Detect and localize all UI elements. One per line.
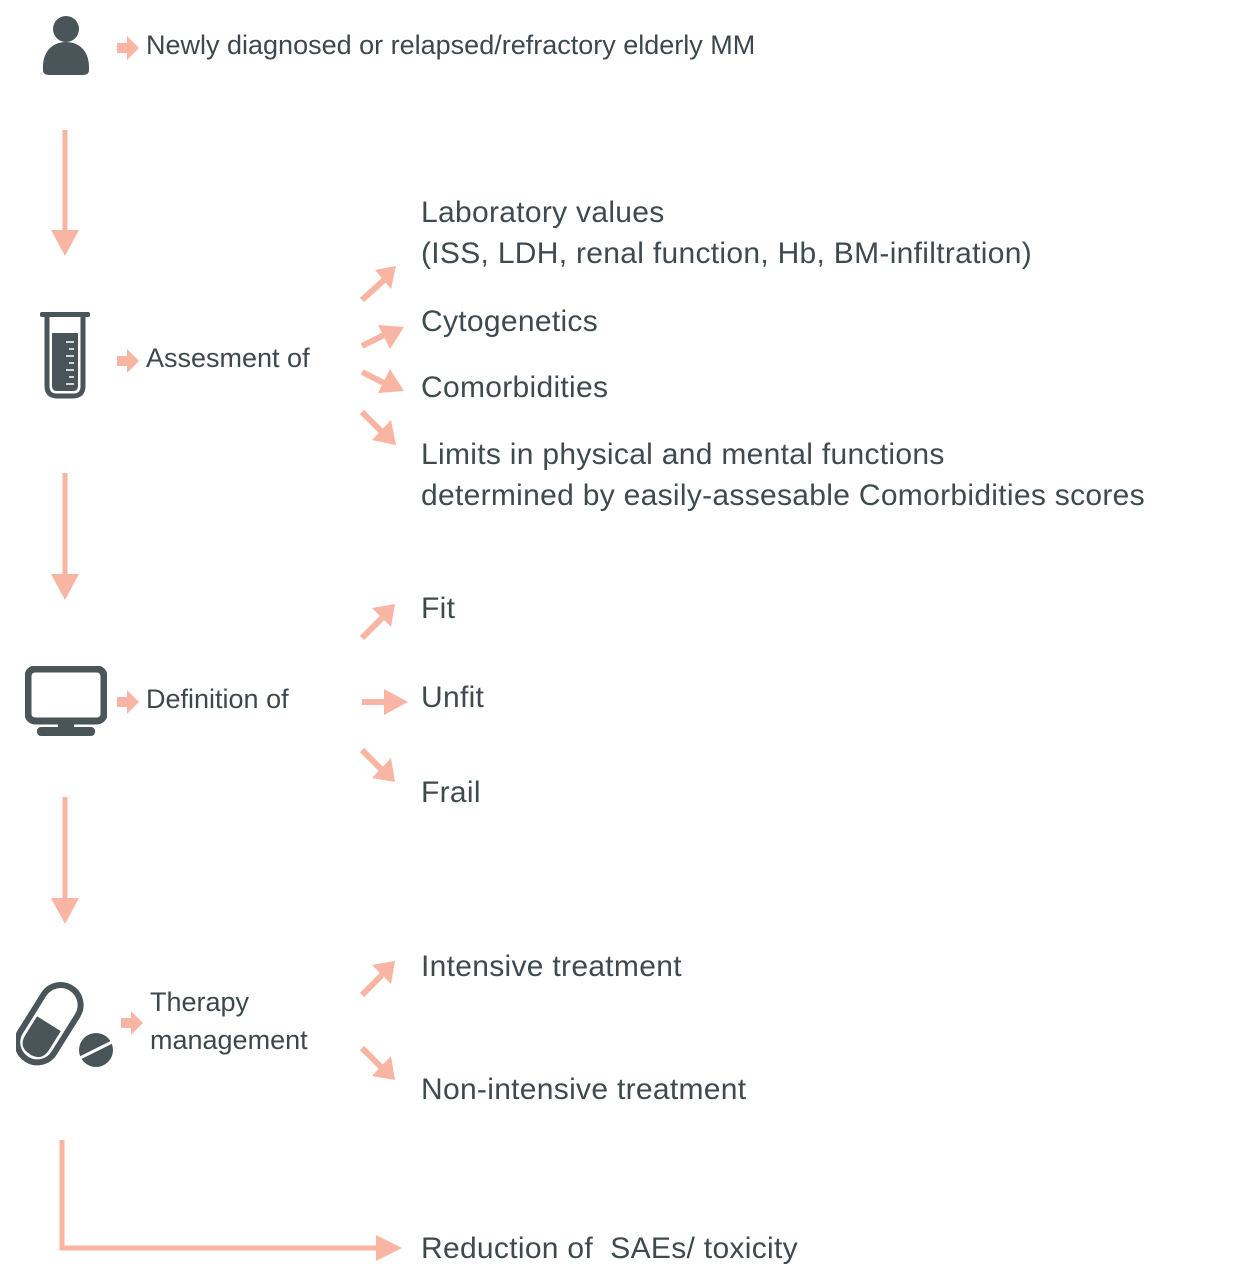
outcome-intensive: Intensive treatment [421,950,682,983]
outcome-unfit: Unfit [421,681,485,714]
branch-arrow-intensive [359,961,395,998]
outcome-cytogenetics: Cytogenetics [421,305,599,338]
final-elbow-arrow [59,1140,402,1261]
outcome-lab-values-detail: (ISS, LDH, renal function, Hb, BM-infilt… [421,237,1032,270]
outcome-lab-values: Laboratory values [421,196,665,229]
step-label-patients: Newly diagnosed or relapsed/refractory e… [146,30,756,60]
branch-arrow-cyto [360,325,404,349]
outcome-fit: Fit [421,592,456,625]
vertical-arrow-2 [51,473,79,600]
step-label-assessment: Assesment of [146,343,310,373]
branch-arrow-nonintensive [359,1045,395,1080]
branch-arrow-fit [359,604,395,641]
outcome-limits-detail: determined by easily-assesable Comorbidi… [421,479,1145,512]
test-tube-icon [40,312,90,399]
pills-icon [16,982,113,1067]
outcome-comorbidities: Comorbidities [421,371,609,404]
branch-arrow-comorb [360,369,404,393]
monitor-icon [25,666,107,736]
vertical-arrow-3 [51,797,79,924]
step-label-therapy-line2: management [150,1025,308,1055]
vertical-arrow-1 [51,130,79,256]
step-label-therapy-line1: Therapy [150,987,250,1017]
outcome-frail: Frail [421,776,481,809]
small-arrow-3 [117,690,139,714]
outcome-limits: Limits in physical and mental functions [421,438,945,471]
person-icon [42,16,90,75]
final-outcome: Reduction of SAEs/ toxicity [421,1232,798,1265]
small-arrow-1 [117,36,139,60]
branch-arrow-limits [359,409,396,445]
branch-arrow-lab [359,266,396,303]
small-arrow-4 [121,1011,143,1035]
step-label-definition: Definition of [146,684,289,714]
outcome-non-intensive: Non-intensive treatment [421,1073,747,1106]
small-arrow-2 [117,349,139,373]
branch-arrow-unfit [362,689,408,715]
branch-arrow-frail [359,747,395,782]
